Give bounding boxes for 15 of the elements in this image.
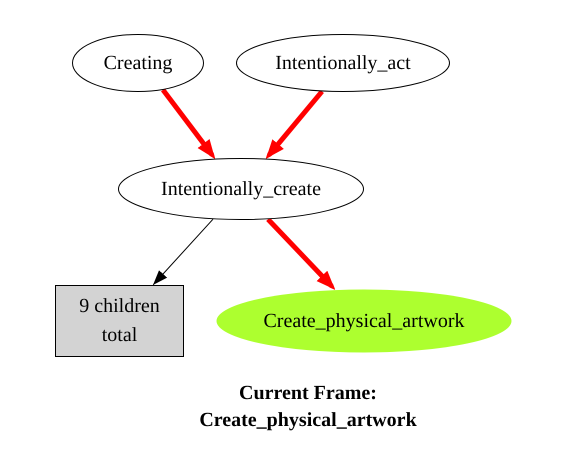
- ellipse-node: [236, 34, 450, 92]
- arrow: [161, 88, 217, 160]
- ellipse-node: [118, 158, 364, 220]
- node-label: 9 children total: [78, 294, 161, 348]
- node-label: Intentionally_act: [275, 50, 411, 76]
- caption: Current Frame: Create_physical_artwork: [198, 381, 418, 433]
- node-label: Create_physical_artwork: [263, 308, 465, 334]
- arrow: [266, 218, 337, 292]
- arrow: [152, 218, 214, 286]
- node-label: Creating: [104, 50, 172, 76]
- process-box: [55, 285, 184, 357]
- ellipse-node: [216, 289, 512, 353]
- node-label: Intentionally_create: [161, 176, 321, 202]
- ellipse-node: [72, 34, 204, 92]
- arrow: [264, 90, 324, 160]
